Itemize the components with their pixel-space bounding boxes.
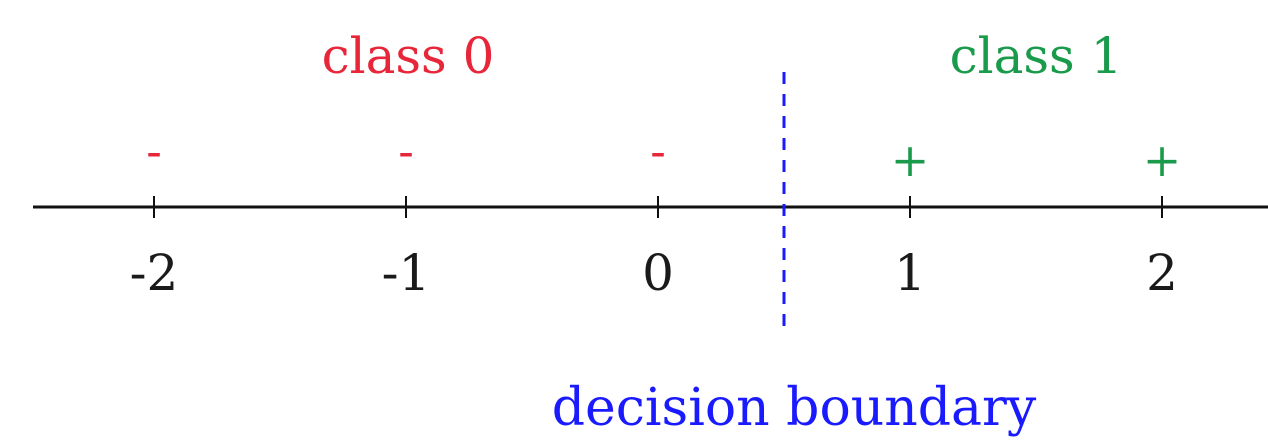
point-group: - - - + + — [146, 124, 1181, 187]
negative-point-marker: - — [146, 124, 162, 178]
tick-label: 2 — [1146, 244, 1178, 302]
positive-point-marker: + — [1143, 133, 1182, 187]
class-0-label: class 0 — [322, 27, 495, 85]
negative-point-marker: - — [650, 124, 666, 178]
tick-label: -2 — [130, 244, 179, 302]
class-1-label: class 1 — [950, 27, 1123, 85]
negative-point-marker: - — [398, 124, 414, 178]
tick-label: -1 — [382, 244, 431, 302]
tick-label: 1 — [894, 244, 926, 302]
positive-point-marker: + — [891, 133, 930, 187]
tick-group: -2 -1 0 1 2 — [130, 196, 1178, 302]
tick-label: 0 — [642, 244, 674, 302]
decision-boundary-label: decision boundary — [552, 378, 1037, 438]
